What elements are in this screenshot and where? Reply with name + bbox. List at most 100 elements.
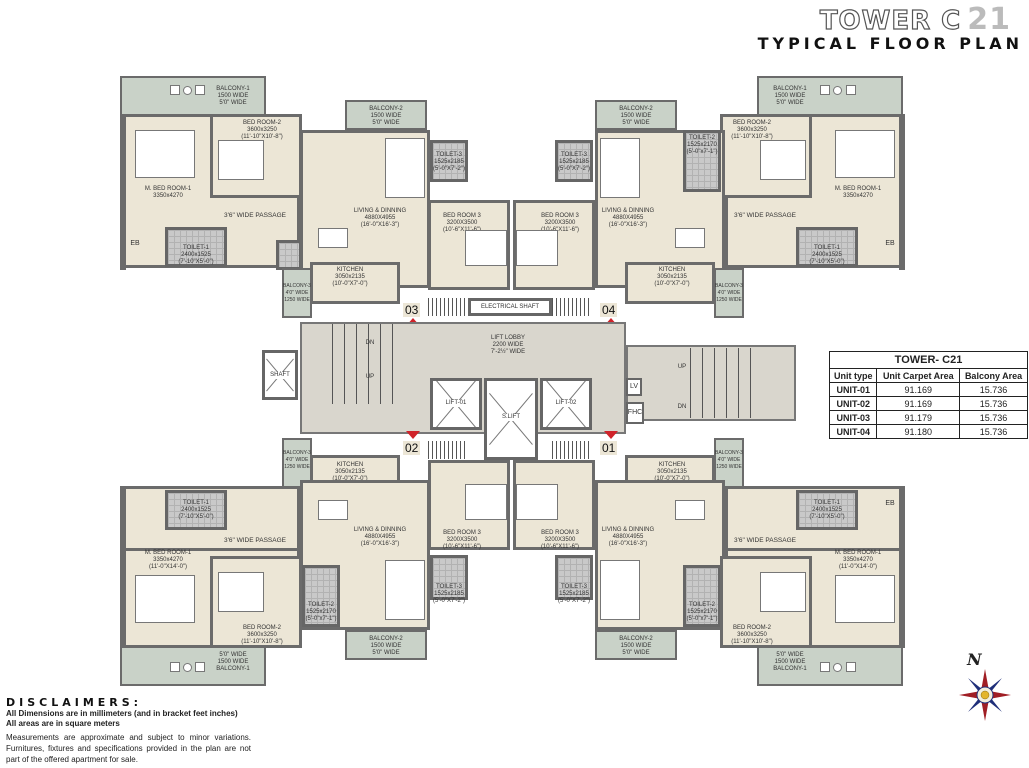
dining-table-icon: [675, 228, 705, 248]
sofa-icon: [385, 138, 425, 198]
disclaimer: DISCLAIMERS: All Dimensions are in milli…: [6, 696, 251, 765]
passage-u01-label: 3'6" WIDE PASSAGE: [734, 537, 796, 544]
toilet-3-u01: [555, 555, 593, 600]
electrical-shaft: [468, 298, 552, 316]
staircase-left: [332, 324, 402, 404]
fhc-label: FHC: [627, 409, 643, 416]
table-icon: [833, 86, 842, 95]
stair-dn-label: DN: [365, 340, 375, 346]
chair-icon: [820, 662, 830, 672]
kitchen-u04: [625, 262, 715, 304]
balcony-3-u01: [714, 438, 744, 488]
toilet-1-u01: [796, 490, 858, 530]
lv-box: [626, 378, 642, 396]
bed-icon: [218, 572, 264, 612]
unit-cell: UNIT-02: [828, 396, 878, 411]
entrance-marker-icon: [406, 431, 420, 439]
bed-icon: [835, 575, 895, 623]
balcony-3-u03: [282, 268, 312, 318]
passage-u04-label: 3'6" WIDE PASSAGE: [734, 212, 796, 219]
balcony-2-u03: [345, 100, 427, 130]
bed-icon: [516, 230, 558, 266]
toilet-1-u03: [165, 227, 227, 267]
area-table-title: TOWER- C21: [829, 351, 1028, 368]
lift-01-label: LIFT-01: [445, 400, 467, 407]
unit-number-03: 03: [403, 303, 421, 317]
balcony-2-u02: [345, 630, 427, 660]
table-row: UNIT-02 91.169 15.736: [828, 396, 1028, 411]
tower-name: TOWER C: [819, 5, 962, 36]
column-header: Unit Carpet Area: [876, 368, 961, 383]
bed-icon: [516, 484, 558, 520]
unit-number-02: 02: [403, 441, 421, 455]
balcony-area-cell: 15.736: [959, 396, 1028, 411]
table-row: UNIT-01 91.169 15.736: [828, 382, 1028, 397]
kitchen-u03: [310, 262, 400, 304]
toilet-2-u02: [302, 565, 340, 627]
sofa-icon: [600, 560, 640, 620]
unit-cell: UNIT-03: [828, 410, 878, 425]
eb-u04-label: EB: [885, 240, 895, 247]
wall: [120, 114, 126, 270]
fhc-box: [626, 402, 644, 424]
unit-area-table: TOWER- C21 Unit type Unit Carpet Area Ba…: [828, 351, 1028, 439]
wall: [120, 486, 126, 648]
service-lift-label: S.LIFT: [501, 414, 521, 421]
cupboard: [552, 441, 592, 459]
carpet-area-cell: 91.179: [876, 410, 961, 425]
table-icon: [183, 86, 192, 95]
balcony-area-cell: 15.736: [959, 424, 1028, 439]
toilet-3-u02: [430, 555, 468, 600]
toilet-small-u03: [276, 240, 302, 270]
disclaimer-title: DISCLAIMERS:: [6, 696, 143, 709]
chair-icon: [195, 85, 205, 95]
cupboard: [428, 298, 468, 316]
chair-icon: [846, 85, 856, 95]
carpet-area-cell: 91.169: [876, 396, 961, 411]
chair-icon: [820, 85, 830, 95]
stair-dn-label-right: DN: [677, 404, 687, 410]
stair-up-label: UP: [365, 374, 375, 380]
balcony-area-cell: 15.736: [959, 382, 1028, 397]
bed-icon: [135, 130, 195, 178]
toilet-2-u04: [683, 130, 721, 192]
passage-u02-label: 3'6" WIDE PASSAGE: [224, 537, 286, 544]
bed-icon: [218, 140, 264, 180]
column-header: Balcony Area: [959, 368, 1028, 383]
bed-icon: [465, 230, 507, 266]
disclaimer-line-1: All Dimensions are in millimeters (and i…: [6, 709, 238, 718]
area-table-header: Unit type Unit Carpet Area Balcony Area: [828, 368, 1028, 383]
eb-u01-label: EB: [885, 500, 895, 507]
electrical-shaft-label: ELECTRICAL SHAFT: [480, 304, 540, 310]
balcony-1-u04: [757, 76, 903, 116]
eb-u03-label: EB: [130, 240, 140, 247]
wall: [899, 486, 905, 648]
chair-icon: [195, 662, 205, 672]
